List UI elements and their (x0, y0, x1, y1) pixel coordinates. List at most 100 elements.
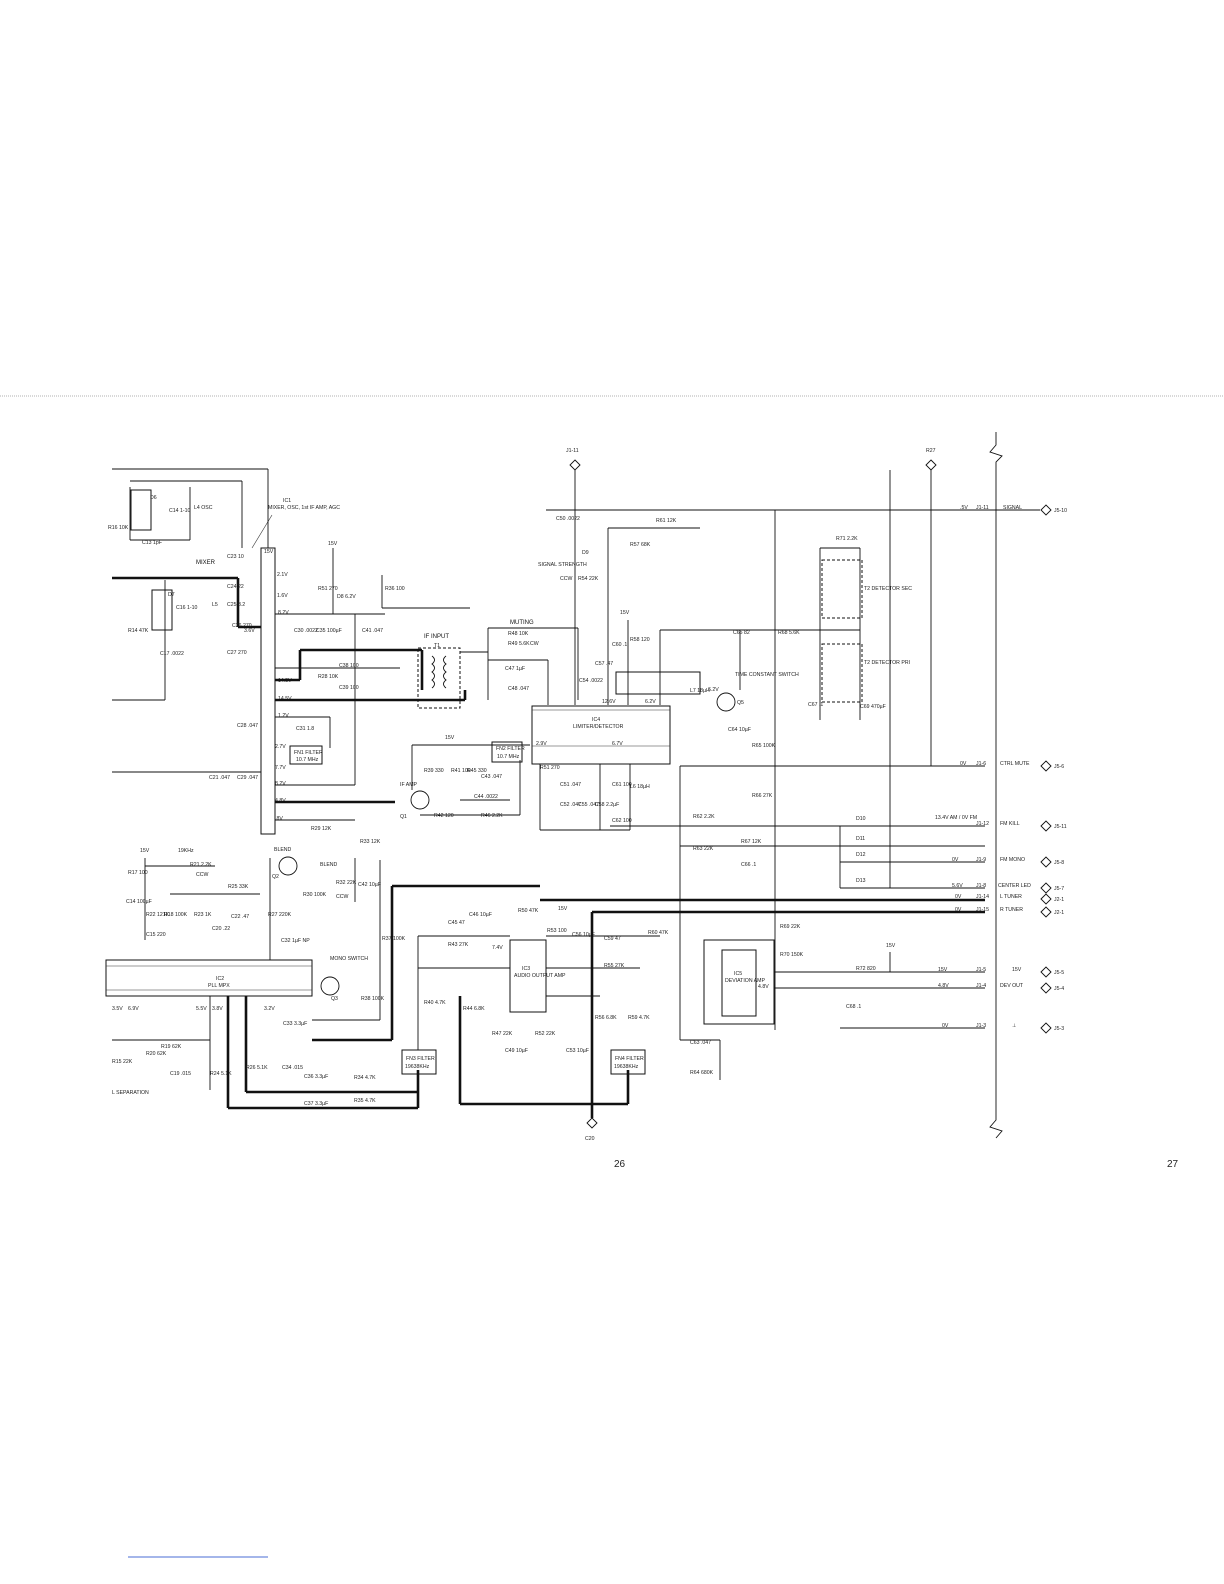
conn-mono-name: FM MONO (1000, 857, 1025, 863)
r22-label: R22 121K (146, 912, 170, 918)
r19-label: R19 62K (161, 1044, 182, 1050)
c52-label: C52 .047 (560, 802, 581, 808)
conn-dev-name: DEV OUT (1000, 983, 1024, 989)
r32-label: R32 22K (336, 880, 357, 886)
c53-label: C53 10µF (566, 1048, 589, 1054)
r61-label: R61 12K (656, 518, 677, 524)
conn-l-pin: J1-14 (976, 894, 989, 900)
r72-label: R72 820 (856, 966, 876, 972)
r47-label: R47 22K (492, 1031, 513, 1037)
conn-kill-name: FM KILL (1000, 821, 1020, 827)
c44-label: C44 .0022 (474, 794, 498, 800)
volt-1-2v: 1.2V (278, 713, 289, 719)
volt-5-5v: 5.5V (196, 1006, 207, 1012)
j1-11-top-label: J1-11 (566, 448, 579, 454)
q5-label: Q5 (737, 700, 744, 706)
conn-15v-name: 15V (1012, 967, 1022, 973)
ic1-label: IC1 (283, 498, 291, 504)
if-input-label: IF INPUT (424, 634, 449, 640)
r25-label: R25 33K (228, 884, 249, 890)
r17-label: R17 100 (128, 870, 148, 876)
c64-label: C64 10µF (728, 727, 751, 733)
r20-label: R20 62K (146, 1051, 167, 1057)
c15-label: C15 220 (146, 932, 166, 938)
volt-15v-b: 15V (328, 541, 338, 547)
r60-label: R60 47K (648, 930, 669, 936)
r14-label: R14 47K (128, 628, 149, 634)
conn-r-volt: 0V (955, 907, 962, 913)
r16-label: R16 10K (108, 525, 129, 531)
r70-label: R70 150K (780, 952, 804, 958)
r65-label: R65 100K (752, 743, 776, 749)
volt-4-8v-b: 4.8V (758, 984, 769, 990)
r21-label: R21 2.2K (190, 862, 212, 868)
mono-switch-label: MONO SWITCH (330, 956, 368, 962)
conn-led-name: CENTER LED (998, 883, 1031, 889)
volt-8-2v-b: 8.2V (275, 781, 286, 787)
r56-label: R56 6.8K (595, 1015, 617, 1021)
conn-gnd-volt: 0V (942, 1023, 949, 1029)
c26-label: C26 270 (232, 623, 252, 629)
ic4-block: IC4 LIMITER/DETECTOR 12.6V 6.2V 2.9V 6.7… (531, 699, 671, 765)
if-amp-label: IF AMP (400, 782, 418, 788)
volt-15v-f: 15V (558, 906, 568, 912)
conn-15v-pin: J1-5 (976, 967, 986, 973)
c48-label: C48 .047 (508, 686, 529, 692)
conn-led-dest: J5-7 (1054, 886, 1064, 892)
blend-label: BLEND (320, 862, 338, 868)
c54-label: C54 .0022 (579, 678, 603, 684)
r55-label: R55 27K (604, 963, 625, 969)
blend-section: BLEND Q2 BLEND R30 100K R32 22K CCW C42 … (268, 847, 540, 1042)
page-number-right: 27 (1167, 1159, 1179, 1170)
fn3-freq: 19638KHz (405, 1064, 430, 1070)
volt-15v-a: 15V (264, 549, 274, 555)
conn-l-name: L TUNER (1000, 894, 1022, 900)
r29-label: R29 12K (311, 826, 332, 832)
r49-label: R49 5.6K (508, 641, 530, 647)
ccw-label-b: CCW (336, 894, 348, 900)
c13-label: C13 1pF (142, 540, 162, 546)
c43-label: C43 .047 (481, 774, 502, 780)
c41-label: C41 .047 (362, 628, 383, 634)
c14b-label: C14 100µF (126, 899, 152, 905)
d11-label: D11 (856, 836, 865, 842)
volt-7-7v: 7.7V (275, 765, 286, 771)
r18-label: R18 100K (164, 912, 188, 918)
c46-label: C46 10µF (469, 912, 492, 918)
r24-label: R24 5.1K (210, 1071, 232, 1077)
c31-label: C31 1.8 (296, 726, 314, 732)
c24-label: C24 22 (227, 584, 244, 590)
fn2-freq: 10.7 MHz (497, 754, 520, 760)
khz19-label: 19KHz (178, 848, 194, 854)
c65-label: C65 82 (733, 630, 750, 636)
ic1-sub: MIXER, OSC, 1st IF AMP, AGC (268, 505, 340, 511)
ic4-sub: LIMITER/DETECTOR (573, 724, 624, 730)
l5-label: L5 (212, 602, 218, 608)
c22-label: C22 .47 (231, 914, 249, 920)
volt-3-6v: 3.6V (244, 628, 255, 634)
q2-label: Q2 (272, 874, 279, 880)
c28-label: C28 .047 (237, 723, 258, 729)
conn-mute-name: CTRL MUTE (1000, 761, 1030, 767)
volt-12-6v: 12.6V (602, 699, 616, 705)
conn-signal-volt: .5V (960, 505, 968, 511)
ic5-label: IC5 (734, 971, 742, 977)
r45-label: R45 330 (467, 768, 487, 774)
c58-label: C58 2.2µF (595, 802, 619, 808)
r44-label: R44 6.8K (463, 1006, 485, 1012)
d13-label: D13 (856, 878, 866, 884)
conn-mono-volt: 0V (952, 857, 959, 863)
c66-label: C66 .1 (741, 862, 756, 868)
ccw-label-c: CCW (196, 872, 208, 878)
q1-label: Q1 (400, 814, 407, 820)
c20-terminal: C20 (585, 1117, 598, 1142)
muting-label: MUTING (510, 620, 534, 626)
c60-label: C60 .1 (612, 642, 627, 648)
volt-15v-d: 15V (620, 610, 630, 616)
conn-l-volt: 0V (955, 894, 962, 900)
r66-label: R66 27K (752, 793, 773, 799)
r42-label: R42 120 (434, 813, 454, 819)
conn-led-pin: J1-8 (976, 883, 986, 889)
conn-dev-dest: J5-4 (1054, 986, 1064, 992)
c32-label: C32 1µF NP (281, 938, 310, 944)
